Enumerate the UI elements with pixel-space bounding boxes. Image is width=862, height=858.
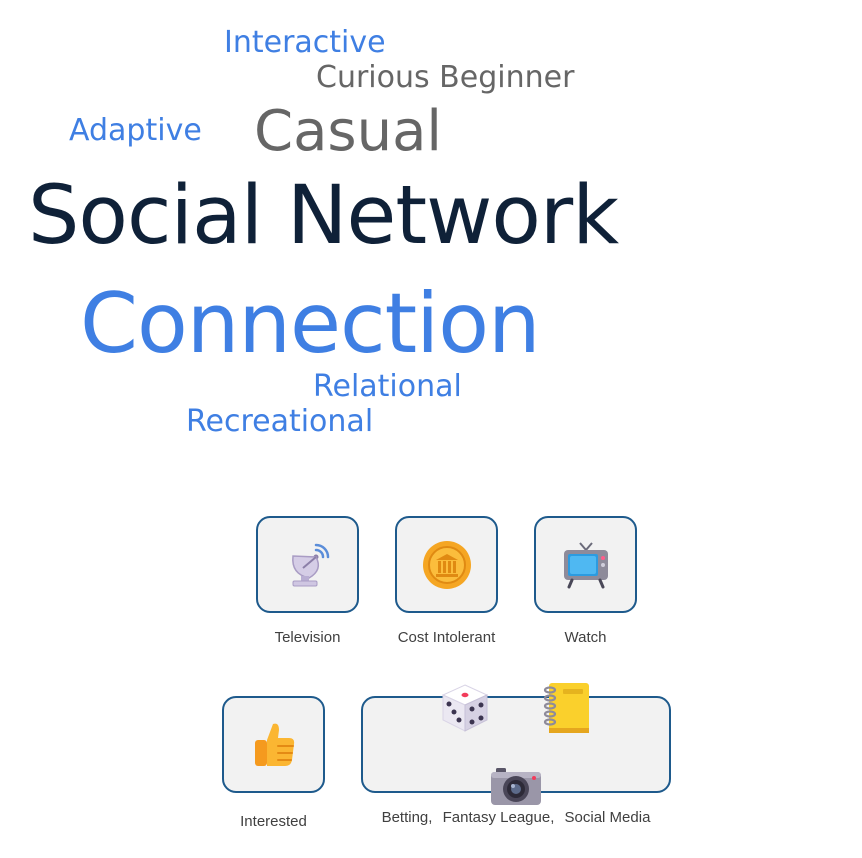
- coin-icon: [422, 540, 471, 589]
- word-connection: Connection: [80, 275, 541, 372]
- tile-television: [256, 516, 359, 613]
- caption-social-media: Social Media: [564, 809, 651, 826]
- word-casual: Casual: [254, 99, 442, 164]
- word-recreational: Recreational: [186, 404, 374, 439]
- tile-cost-intolerant: [395, 516, 498, 613]
- television-icon: [563, 541, 608, 588]
- word-curious-beginner: Curious Beginner: [316, 60, 575, 95]
- caption-watch: Watch: [564, 629, 607, 646]
- word-interactive: Interactive: [224, 25, 386, 60]
- game-die-icon: [441, 684, 489, 732]
- tile-watch: [534, 516, 637, 613]
- caption-cost-intolerant: Cost Intolerant: [397, 629, 496, 646]
- word-relational: Relational: [313, 369, 462, 404]
- word-social-network: Social Network: [28, 169, 619, 263]
- caption-betting-fantasy-social: Betting, Fantasy League, Social Media: [361, 808, 671, 828]
- camera-icon: [491, 768, 541, 805]
- notebook-icon: [543, 683, 589, 733]
- thumbs-up-icon: [254, 723, 294, 766]
- caption-interested: Interested: [240, 813, 307, 830]
- caption-fantasy-league: Fantasy League,: [442, 809, 555, 826]
- tile-interested: [222, 696, 325, 793]
- caption-betting: Betting,: [381, 809, 433, 826]
- word-adaptive: Adaptive: [69, 113, 202, 148]
- satellite-dish-icon: [291, 543, 329, 586]
- caption-television: Television: [274, 629, 341, 646]
